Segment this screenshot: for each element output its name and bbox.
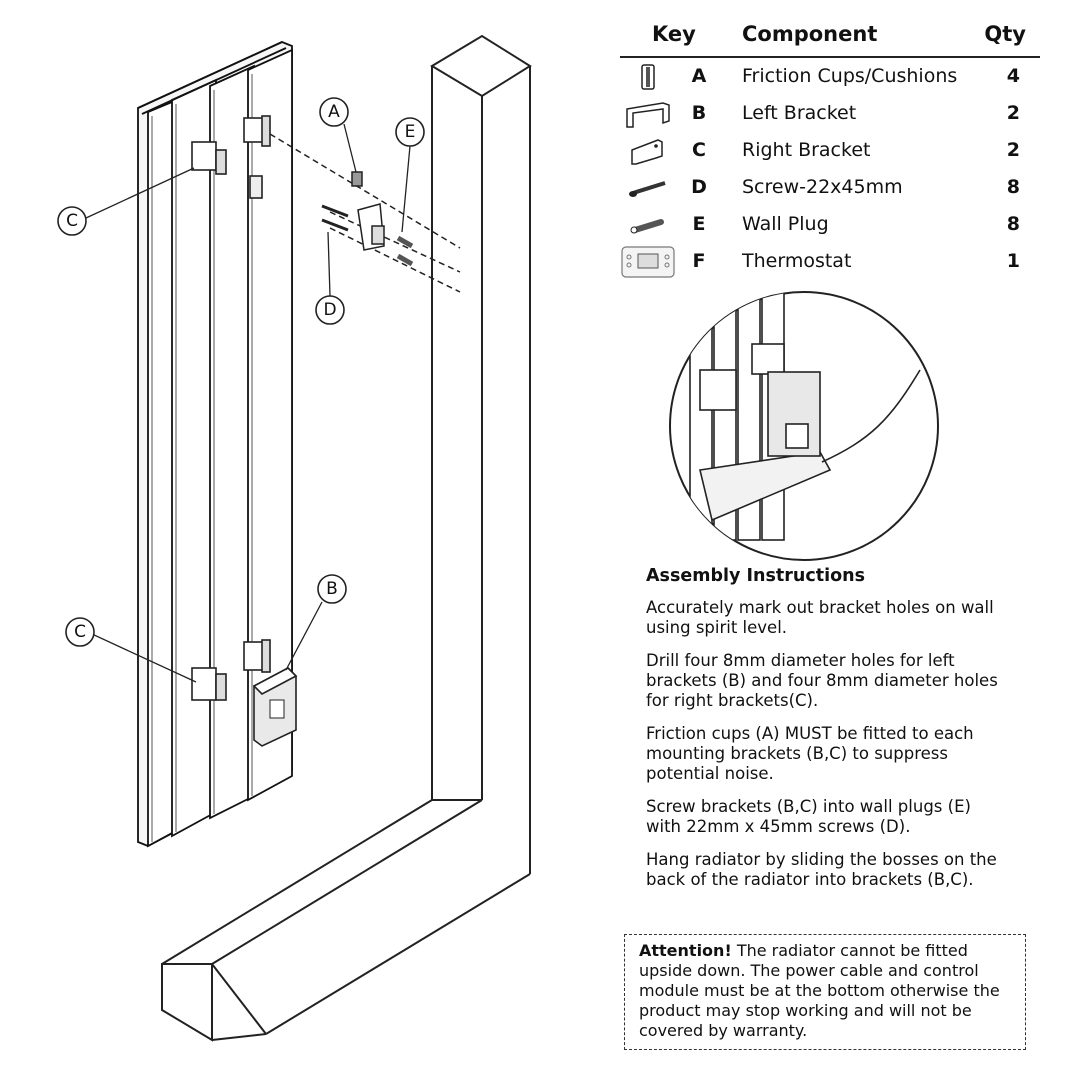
header-qty: Qty [984, 22, 1026, 46]
right-bracket-icon [620, 136, 676, 166]
instruction-step: Accurately mark out bracket holes on wal… [646, 598, 994, 637]
key-component: Wall Plug [742, 213, 829, 235]
control-module [252, 667, 298, 747]
key-row-b: B Left Bracket 2 [620, 95, 1040, 132]
instruction-step: Drill four 8mm diameter holes for left b… [646, 651, 998, 710]
svg-text:A: A [328, 102, 340, 122]
bracket-top-right [191, 141, 227, 175]
key-letter: D [691, 176, 707, 198]
callout-c-top: C [57, 206, 87, 236]
wall-outline [161, 34, 532, 1042]
wall-plug-icon [620, 210, 676, 240]
instruction-step: Hang radiator by sliding the bosses on t… [646, 850, 997, 889]
bracket-top-left [243, 115, 271, 199]
key-component: Screw-22x45mm [742, 176, 903, 198]
friction-cup-icon [620, 62, 676, 92]
instruction-step: Friction cups (A) MUST be fitted to each… [646, 724, 974, 783]
leader-b [285, 601, 323, 671]
attention-text: The radiator cannot be fitted upside dow… [639, 941, 1000, 1040]
callout-d: D [315, 295, 345, 325]
bracket-bottom-right [191, 667, 227, 701]
svg-text:B: B [326, 579, 338, 599]
svg-text:C: C [66, 211, 78, 231]
key-letter: B [691, 102, 707, 124]
key-row-e: E Wall Plug 8 [620, 206, 1040, 243]
key-component: Left Bracket [742, 102, 857, 124]
key-letter: C [692, 139, 706, 161]
screw-icon [620, 173, 676, 203]
key-qty: 2 [1006, 139, 1020, 161]
callout-c-bottom: C [65, 617, 95, 647]
key-table-header: Key Component Qty [620, 18, 1040, 58]
callout-a: A [319, 97, 349, 127]
attention-label: Attention! [639, 941, 732, 960]
leader-c-bottom [91, 633, 197, 683]
key-row-c: C Right Bracket 2 [620, 132, 1040, 169]
key-qty: 8 [1006, 176, 1020, 198]
leader-a [343, 123, 357, 173]
leader-c-top [85, 167, 195, 219]
attention-box: Attention! The radiator cannot be fitted… [624, 934, 1026, 1050]
callout-e: E [395, 117, 425, 147]
thermostat-icon [620, 246, 676, 278]
svg-text:E: E [405, 122, 416, 142]
header-component: Component [742, 22, 878, 46]
key-row-d: D Screw-22x45mm 8 [620, 169, 1040, 206]
bracket-bottom-left [243, 639, 271, 673]
key-qty: 2 [1006, 102, 1020, 124]
key-letter: E [692, 213, 706, 235]
key-qty: 4 [1006, 65, 1020, 87]
key-component: Friction Cups/Cushions [742, 65, 958, 87]
key-qty: 1 [1006, 250, 1020, 272]
key-component: Right Bracket [742, 139, 871, 161]
leader-d [327, 231, 331, 297]
instruction-step: Screw brackets (B,C) into wall plugs (E)… [646, 797, 971, 836]
detail-magnifier [669, 291, 939, 561]
key-table: Key Component Qty A Friction Cups/Cushio… [620, 18, 1040, 280]
leader-e [401, 145, 411, 233]
callout-b: B [317, 574, 347, 604]
svg-text:D: D [323, 300, 336, 320]
key-qty: 8 [1006, 213, 1020, 235]
svg-text:C: C [74, 622, 86, 642]
exploded-assembly [269, 133, 461, 293]
key-row-f: F Thermostat 1 [620, 243, 1040, 280]
key-letter: F [692, 250, 706, 272]
instructions-title: Assembly Instructions [646, 566, 865, 586]
header-key: Key [652, 22, 696, 46]
key-letter: A [691, 65, 707, 87]
left-bracket-icon [620, 99, 676, 129]
key-component: Thermostat [742, 250, 852, 272]
key-row-a: A Friction Cups/Cushions 4 [620, 58, 1040, 95]
assembly-instructions: Assembly Instructions Accurately mark ou… [646, 566, 1006, 903]
